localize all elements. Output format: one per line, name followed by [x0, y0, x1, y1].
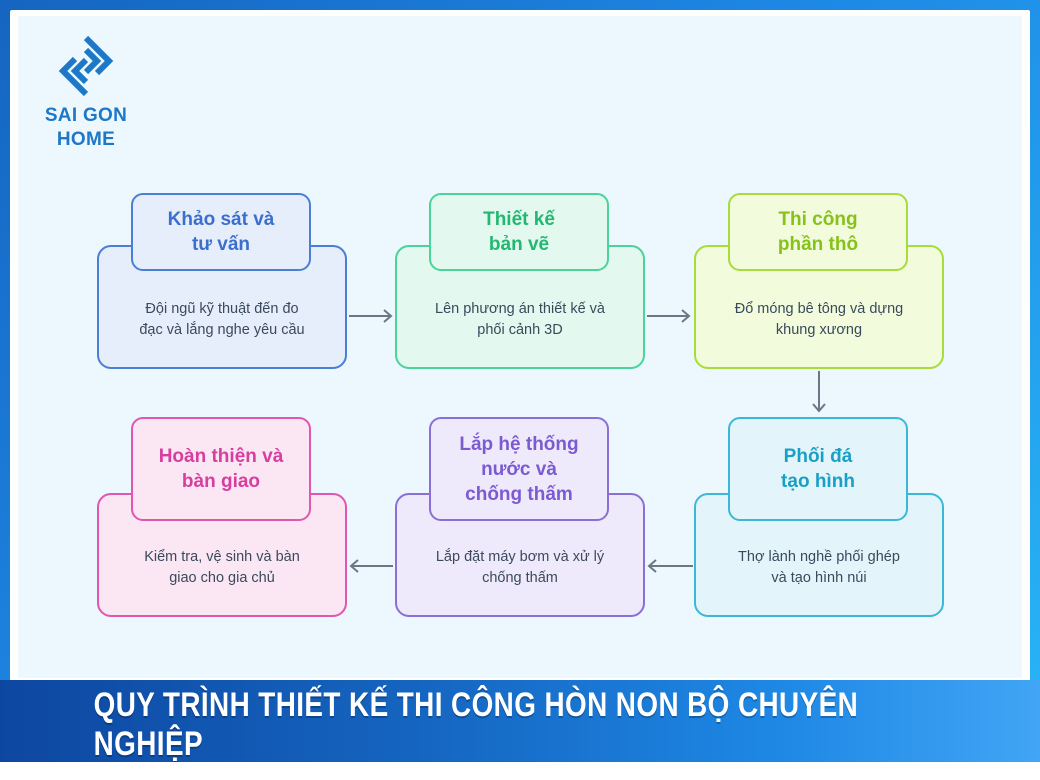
title-banner: QUY TRÌNH THIẾT KẾ THI CÔNG HÒN NON BỘ C… [0, 680, 1040, 770]
bottom-strip [0, 762, 1040, 780]
diamond-logo-icon [58, 35, 114, 97]
brand-line-1: SAI GON [44, 105, 128, 126]
step-6: Kiểm tra, vệ sinh và bàn giao cho gia ch… [97, 417, 347, 617]
step-title: Thi công phần thô [728, 193, 908, 271]
arrow-left-icon [349, 559, 393, 573]
step-description: Đội ngũ kỹ thuật đến đo đạc và lắng nghe… [139, 301, 305, 338]
step-title: Hoàn thiện và bàn giao [131, 417, 311, 521]
step-description: Lắp đặt máy bơm và xử lý chống thấm [435, 549, 605, 586]
step-3: Đổ móng bê tông và dựng khung xương Thi … [694, 193, 944, 369]
step-title: Khảo sát và tư vấn [131, 193, 311, 271]
step-1: Đội ngũ kỹ thuật đến đo đạc và lắng nghe… [97, 193, 347, 369]
step-title: Lắp hệ thống nước và chống thấm [429, 417, 609, 521]
arrow-right-icon [349, 309, 393, 323]
step-2: Lên phương án thiết kế và phối cảnh 3D T… [395, 193, 645, 369]
arrow-right-icon [647, 309, 691, 323]
step-description: Lên phương án thiết kế và phối cảnh 3D [435, 301, 605, 338]
banner-title: QUY TRÌNH THIẾT KẾ THI CÔNG HÒN NON BỘ C… [93, 686, 859, 763]
step-title: Thiết kế bản vẽ [429, 193, 609, 271]
brand-name: SAI GON HOME [36, 104, 136, 152]
arrow-down-icon [812, 371, 826, 413]
brand-line-2: HOME [56, 129, 116, 150]
step-4: Thợ lành nghề phối ghép và tạo hình núi … [694, 417, 944, 617]
step-description: Kiểm tra, vệ sinh và bàn giao cho gia ch… [144, 549, 300, 586]
step-description: Thợ lành nghề phối ghép và tạo hình núi [738, 549, 900, 586]
arrow-left-icon [647, 559, 693, 573]
step-5: Lắp đặt máy bơm và xử lý chống thấm Lắp … [395, 417, 645, 617]
step-description: Đổ móng bê tông và dựng khung xương [734, 301, 904, 338]
brand-logo: SAI GON HOME [36, 34, 136, 154]
step-title: Phối đá tạo hình [728, 417, 908, 521]
